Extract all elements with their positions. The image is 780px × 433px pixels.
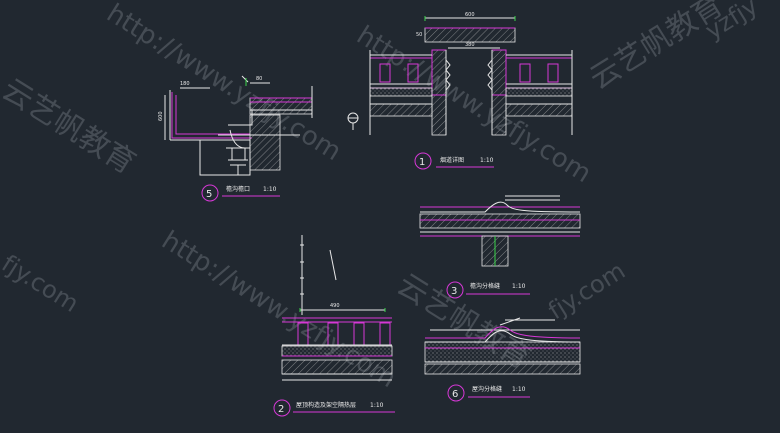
detail-1-dim-380: 380 [465,42,475,48]
detail-1-drawing: 600 380 50 [347,12,573,136]
watermark-fragment-3: fjy.com [543,256,630,325]
detail-5-title: 檐沟檐口 [226,185,250,193]
detail-5-dim-80: 80 [256,76,262,82]
detail-3-scale: 1:10 [512,283,526,290]
detail-6-drawing [424,317,581,375]
detail-3-title: 檐沟分格缝 [470,282,500,290]
detail-2-number: 2 [278,404,284,415]
detail-3-drawing [419,195,581,267]
detail-1-title: 烟道详图 [440,156,464,164]
detail-5-dim-600: 600 [158,111,164,121]
detail-1-dim-600: 600 [465,12,475,18]
watermark-layer: http://www.yzfjy.com http://www.yzfjy.co… [0,0,763,394]
detail-2-scale: 1:10 [370,402,384,409]
detail-5-dim-180: 180 [180,81,190,87]
detail-1-dim-50: 50 [416,32,422,38]
watermark-brand-1: 云艺帆教育 [0,72,142,181]
detail-2-title: 屋顶构造及架空隔热层 [296,401,356,409]
detail-6-scale: 1:10 [512,386,526,393]
watermark-url-1: http://www.yzfjy.com [101,0,346,167]
detail-5-label: 5 檐沟檐口 1:10 [201,184,280,202]
detail-1-scale: 1:10 [480,157,494,164]
detail-3-number: 3 [451,286,457,297]
detail-2-dim-490: 490 [330,303,340,309]
watermark-fragment-2: fjy.com [0,249,84,318]
detail-6-label: 6 屋沟分格缝 1:10 [447,384,530,402]
detail-6-number: 6 [452,389,458,400]
detail-5-number: 5 [206,189,212,200]
detail-3-label: 3 檐沟分格缝 1:10 [446,281,530,299]
detail-6-title: 屋沟分格缝 [472,385,502,393]
detail-2-drawing: 490 [281,235,393,381]
detail-5-scale: 1:10 [263,186,277,193]
watermark-brand-2: 云艺帆教育 [584,0,730,97]
detail-1-label: 1 烟道详图 1:10 [414,152,494,170]
detail-1-number: 1 [419,157,425,168]
detail-5-drawing: 180 80 600 [158,75,313,176]
detail-2-label: 2 屋顶构造及架空隔热层 1:10 [273,399,395,417]
